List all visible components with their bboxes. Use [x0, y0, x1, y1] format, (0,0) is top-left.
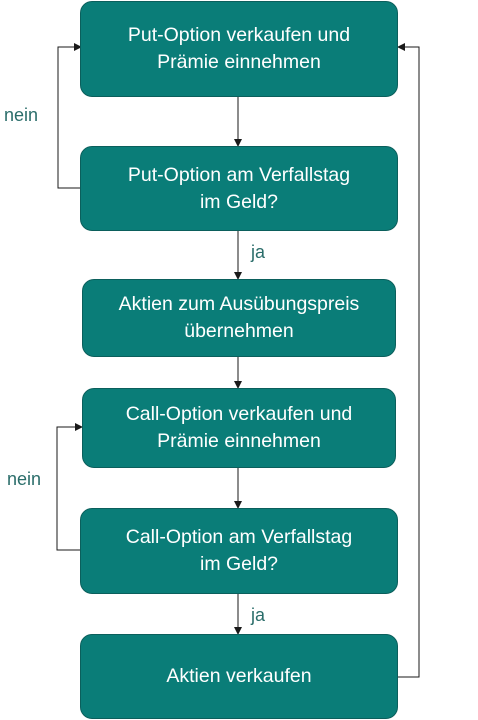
step-sell-shares-line1: Aktien verkaufen	[166, 665, 312, 687]
step-take-shares-line2: übernehmen	[184, 320, 294, 342]
label-no-call: nein	[7, 469, 42, 489]
step-sell-call-line1: Call-Option verkaufen und	[125, 403, 353, 425]
decision-call-in-the-money: Call-Option am Verfallstag im Geld?	[80, 508, 398, 594]
step-take-shares: Aktien zum Ausübungspreis übernehmen	[82, 279, 396, 357]
step-sell-put: Put-Option verkaufen und Prämie einnehme…	[80, 1, 398, 97]
decision-put-line1: Put-Option am Verfallstag	[127, 163, 351, 186]
decision-put-line2: im Geld?	[199, 190, 278, 213]
loop-no-call	[56, 423, 83, 551]
step-sell-put-line1: Put-Option verkaufen und	[127, 24, 351, 46]
decision-call-line2: im Geld?	[199, 553, 279, 575]
step-sell-shares: Aktien verkaufen	[80, 634, 398, 719]
label-no-put: nein	[4, 105, 39, 125]
label-yes-put: ja	[251, 242, 266, 262]
step-sell-call-line2: Prämie einnehmen	[157, 430, 321, 452]
loop-no-put	[57, 43, 82, 189]
step-take-shares-line1: Aktien zum Ausübungspreis	[118, 293, 360, 315]
decision-call-line1: Call-Option am Verfallstag	[125, 526, 353, 548]
decision-put-in-the-money: Put-Option am Verfallstag im Geld?	[80, 146, 398, 231]
label-yes-call: ja	[251, 605, 266, 625]
step-sell-call: Call-Option verkaufen und Prämie einnehm…	[82, 388, 396, 468]
loop-restart	[397, 43, 420, 678]
step-sell-put-line2: Prämie einnehmen	[157, 51, 321, 73]
